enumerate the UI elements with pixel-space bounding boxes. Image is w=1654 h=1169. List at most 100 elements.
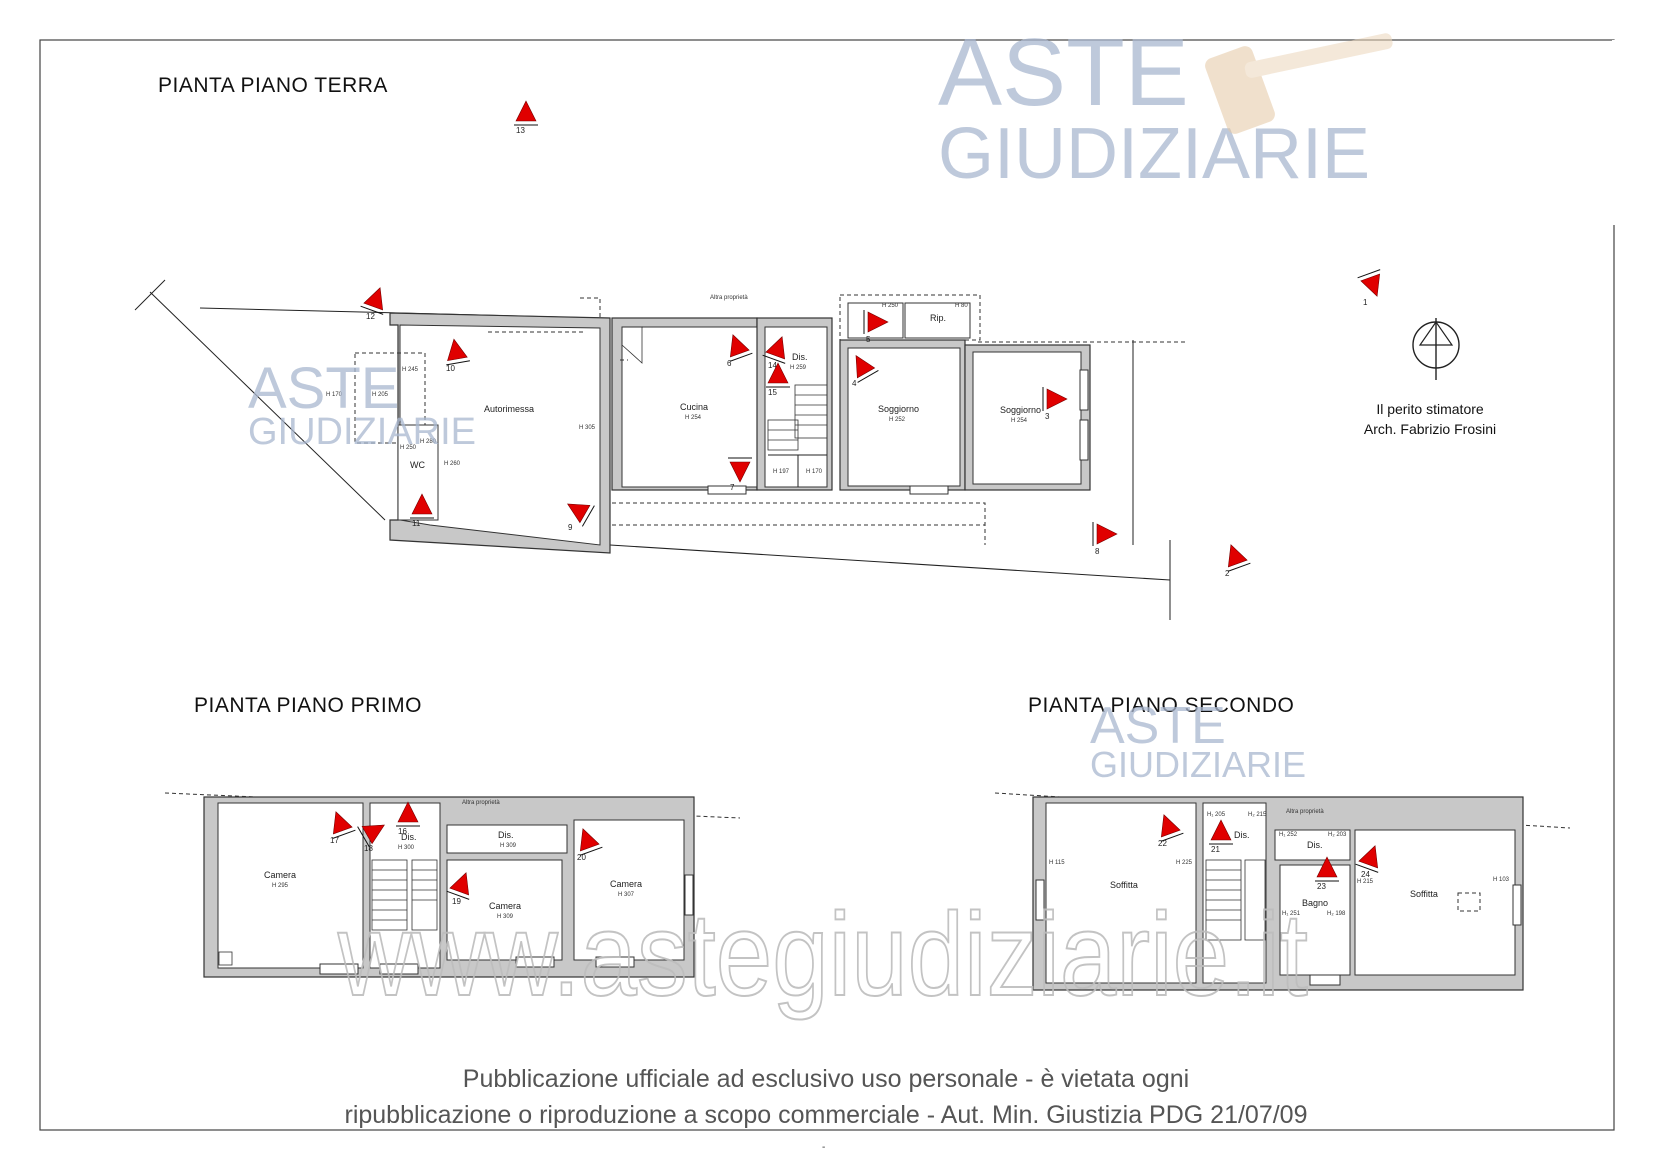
marker-triangle-icon [447, 338, 468, 361]
marker-triangle-icon [411, 493, 433, 515]
photo-marker-24 [1355, 845, 1379, 873]
room-soggiorno-1: Soggiorno [878, 404, 919, 414]
height-h260: H 260 [444, 461, 461, 467]
marker-triangle-icon [1160, 814, 1181, 838]
height-h245: H 245 [402, 367, 419, 373]
height-h2-203: H₂ 203 [1328, 832, 1347, 838]
height-h225: H 225 [1176, 860, 1193, 866]
room-soffitta-1: Soffitta [1110, 880, 1138, 890]
photo-marker-1 [1357, 269, 1381, 297]
photo-marker-label-7: 7 [730, 483, 735, 492]
marker-triangle-icon [1227, 544, 1248, 568]
photo-marker-label-11: 11 [412, 519, 421, 528]
camera-1-height: H 295 [272, 883, 289, 889]
second-floor-title: PIANTA PIANO SECONDO [1028, 694, 1294, 717]
photo-marker-20 [579, 828, 603, 856]
room-camera-1: Camera [264, 870, 296, 880]
height-h1-252: H₁ 252 [1279, 832, 1298, 838]
watermark-giudiziarie-mid: GIUDIZIARIE [248, 411, 476, 453]
photo-marker-18 [357, 824, 385, 848]
marker-triangle-icon [729, 461, 751, 483]
photo-marker-label-2: 2 [1225, 569, 1230, 578]
second-altra-proprieta: Altra proprietà [1286, 809, 1324, 815]
sheet-frame [39, 39, 1615, 1131]
height-h250-wc: H 250 [400, 445, 417, 451]
photo-marker-label-22: 22 [1158, 839, 1167, 848]
marker-triangle-icon [1316, 856, 1338, 878]
room-camera-3: Camera [610, 879, 642, 889]
marker-triangle-icon [1096, 523, 1118, 545]
photo-marker-3 [1042, 387, 1068, 411]
marker-triangle-icon [515, 100, 537, 122]
photo-marker-17 [332, 811, 356, 839]
room-dis-second-2: Dis. [1307, 840, 1323, 850]
height-h305: H 305 [579, 425, 596, 431]
photo-marker-label-4: 4 [852, 379, 857, 388]
photo-marker-7 [728, 457, 752, 483]
watermark-aste-second: ASTE [1090, 697, 1226, 755]
photo-marker-2 [1227, 544, 1251, 572]
photo-marker-label-18: 18 [364, 844, 373, 853]
marker-triangle-icon [1358, 845, 1379, 869]
photo-marker-label-9: 9 [568, 523, 573, 532]
camera-3-height: H 307 [618, 892, 635, 898]
footer-mark: - [822, 1142, 825, 1153]
photo-marker-4 [855, 355, 879, 383]
marker-triangle-icon [855, 355, 876, 379]
marker-triangle-icon [332, 811, 353, 835]
room-rip: Rip. [930, 313, 946, 323]
camera-2-height: H 309 [497, 914, 514, 920]
soggiorno-2-height: H 254 [1011, 418, 1028, 424]
watermark-logo-ground: ASTE GIUDIZIARIE [248, 356, 476, 453]
north-arrow-icon [1412, 318, 1460, 380]
marker-triangle-icon [1360, 273, 1381, 297]
photo-marker-5 [863, 310, 889, 334]
height-h170: H 170 [326, 392, 343, 398]
photo-marker-label-24: 24 [1361, 870, 1370, 879]
room-soffitta-2: Soffitta [1410, 889, 1438, 899]
room-wc: WC [410, 460, 425, 470]
expert-name: Arch. Fabrizio Frosini [1364, 421, 1496, 437]
footer-line-2: ripubblicazione o riproduzione a scopo c… [345, 1101, 1308, 1129]
ground-floor-title: PIANTA PIANO TERRA [158, 74, 388, 97]
watermark-aste-mid: ASTE [248, 356, 400, 421]
photo-marker-23 [1315, 856, 1339, 882]
height-h170-stairs: H 170 [806, 469, 823, 475]
marker-triangle-icon [765, 336, 786, 360]
height-h215: H 215 [1357, 879, 1374, 885]
first-floor-title: PIANTA PIANO PRIMO [194, 694, 422, 717]
marker-triangle-icon [579, 828, 600, 852]
dis-first-2-height: H 309 [500, 843, 517, 849]
watermark-giudiziarie-text: GIUDIZIARIE [938, 114, 1370, 194]
watermark-aste-text: ASTE [938, 19, 1189, 126]
room-dis-first-2: Dis. [498, 830, 514, 840]
photo-marker-label-6: 6 [727, 359, 732, 368]
marker-triangle-icon [1210, 819, 1232, 841]
watermark-logo-second: ASTE GIUDIZIARIE [1090, 697, 1306, 785]
photo-marker-label-17: 17 [330, 836, 339, 845]
height-h1-251: H₁ 251 [1282, 911, 1301, 917]
marker-triangle-icon [767, 362, 789, 384]
marker-triangle-icon [361, 824, 385, 845]
marker-triangle-icon [397, 801, 419, 823]
room-dis-first-1: Dis. [401, 832, 417, 842]
photo-marker-9 [567, 503, 595, 527]
photo-marker-label-13: 13 [516, 126, 525, 135]
cucina-height: H 254 [685, 415, 702, 421]
photo-marker-12 [360, 287, 384, 315]
height-h250-rip: H 250 [882, 303, 899, 309]
photo-marker-label-1: 1 [1363, 298, 1368, 307]
gavel-icon [1205, 33, 1393, 134]
photo-marker-16 [396, 801, 420, 827]
height-h2-215: H₂ 215 [1248, 812, 1267, 818]
watermark-url: www.astegiudiziarie.it [337, 889, 1308, 1021]
marker-triangle-icon [363, 287, 384, 311]
watermark-giudiziarie-second: GIUDIZIARIE [1090, 744, 1306, 785]
watermark-logo-top: ASTE GIUDIZIARIE [938, 19, 1393, 194]
photo-marker-21 [1209, 819, 1233, 845]
photo-marker-11 [410, 493, 434, 519]
height-h1-205: H₁ 205 [1207, 812, 1226, 818]
height-h80: H 80 [955, 303, 968, 309]
